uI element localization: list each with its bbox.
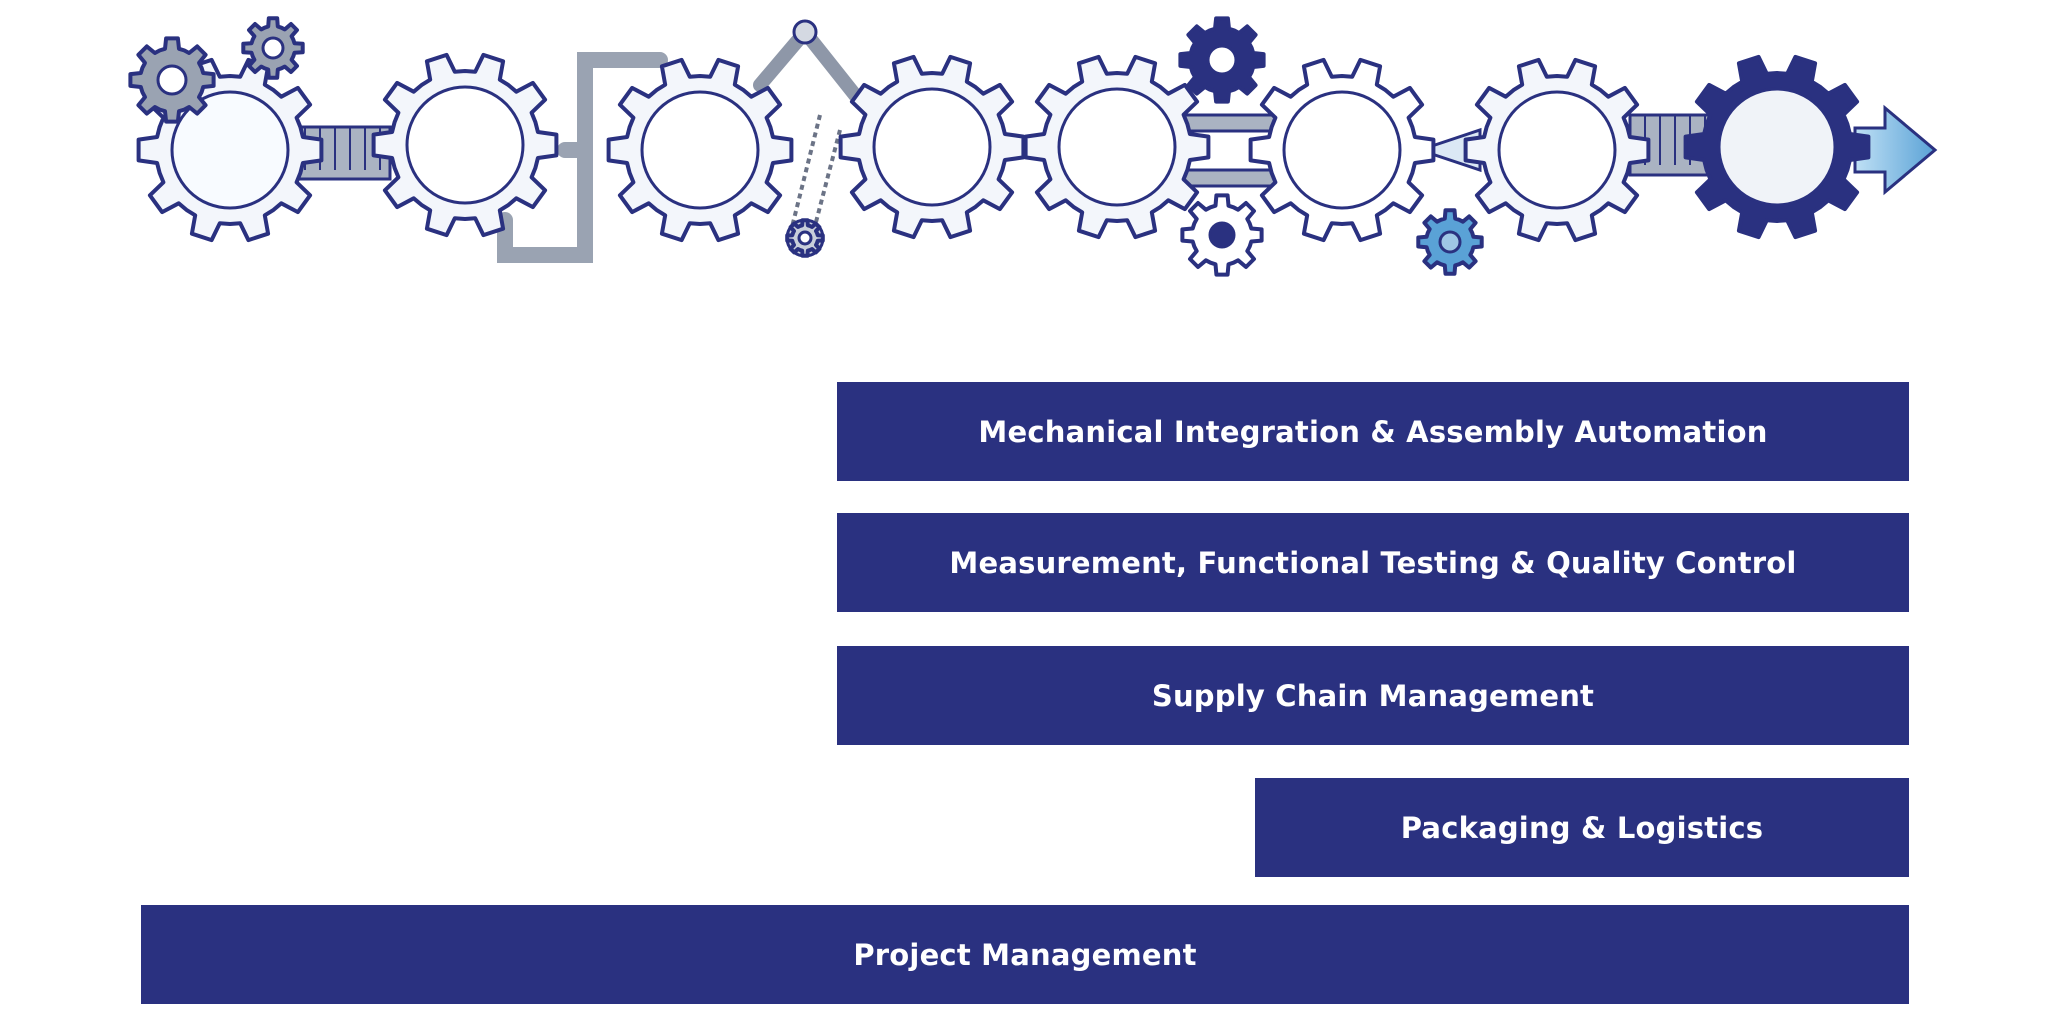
stage-bar-mechanical-integration: Mechanical Integration & Assembly Automa… <box>837 382 1909 481</box>
small-gear-icon <box>785 218 825 258</box>
large-gear-icon <box>1023 54 1211 240</box>
small-gear-icon <box>1416 208 1484 276</box>
large-gear-icon <box>606 57 794 243</box>
stage-bar-label: Project Management <box>853 937 1197 972</box>
small-gear-icon <box>241 16 305 80</box>
stage-bar-label: Packaging & Logistics <box>1400 810 1764 845</box>
stage-bar-supply-chain: Supply Chain Management <box>837 646 1909 745</box>
pipe-connector <box>497 52 668 263</box>
stage-bar-label: Supply Chain Management <box>1151 678 1595 713</box>
small-gear-icon <box>1180 193 1264 277</box>
stage-bar-packaging-logistics: Packaging & Logistics <box>1255 778 1909 877</box>
output-arrow-icon <box>1853 104 1938 196</box>
stage-bar-measurement-testing: Measurement, Functional Testing & Qualit… <box>837 513 1909 612</box>
large-gear-icon <box>371 52 559 238</box>
large-gear-icon <box>1683 54 1871 240</box>
large-gear-icon <box>838 54 1026 240</box>
stage-bar-label: Mechanical Integration & Assembly Automa… <box>978 414 1768 449</box>
large-gear-icon <box>1248 57 1436 243</box>
stage-bar-project-management: Project Management <box>141 905 1909 1004</box>
robot-arm-connector <box>753 19 862 102</box>
gear-process-illustration <box>128 16 1938 277</box>
large-gear-icon <box>1463 57 1651 243</box>
small-gear-icon <box>1178 16 1266 104</box>
small-gear-icon <box>128 36 216 124</box>
stage-bar-label: Measurement, Functional Testing & Qualit… <box>949 545 1797 580</box>
